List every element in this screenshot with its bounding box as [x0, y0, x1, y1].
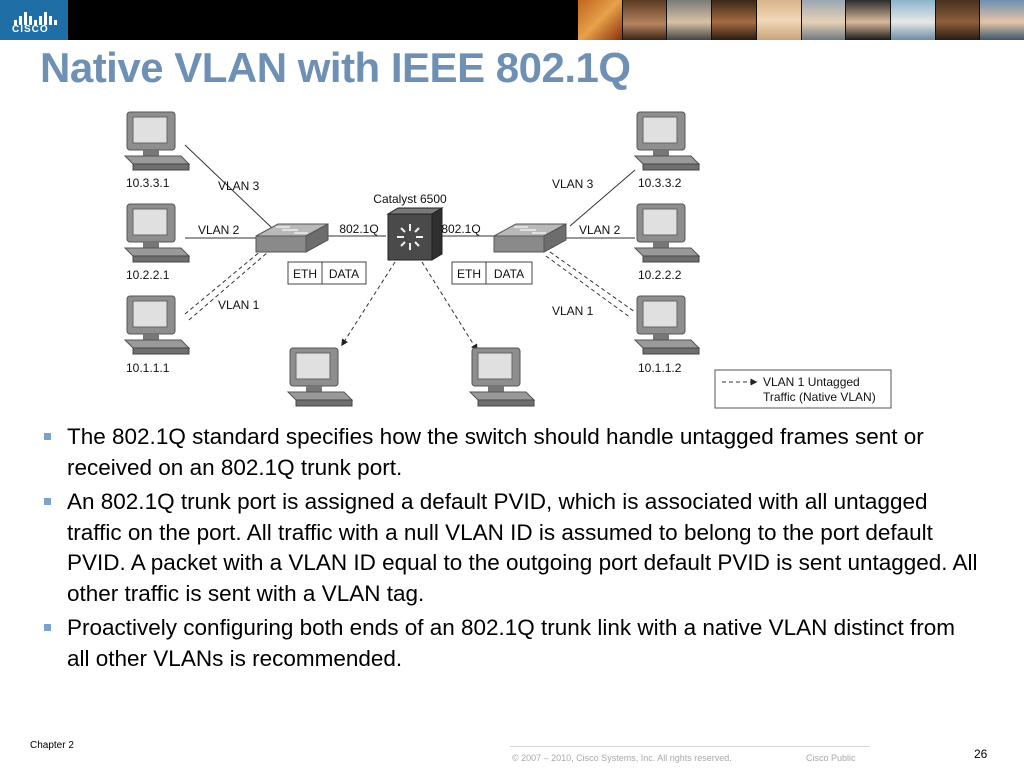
cisco-logo-bars-icon [14, 7, 59, 25]
photo-2 [622, 0, 668, 40]
photo-6 [801, 0, 847, 40]
left-vlan-label-1: VLAN 3 [218, 179, 260, 193]
bullet-text: The 802.1Q standard specifies how the sw… [67, 424, 924, 480]
native-vlan-links [184, 249, 636, 352]
frame-left-eth-label: ETH [293, 267, 317, 281]
host-bottom-left-icon [287, 347, 353, 407]
left-vlan-label-2: VLAN 2 [198, 223, 240, 237]
switch-left-icon [255, 223, 329, 253]
frame-right-data-label: DATA [494, 267, 524, 281]
people-photo-strip [578, 0, 1024, 40]
bullet-text: Proactively configuring both ends of an … [67, 615, 955, 671]
frame-right-eth-label: ETH [457, 267, 481, 281]
left-vlan-label-3: VLAN 1 [218, 298, 260, 312]
trunk-right-label: 802.1Q [441, 222, 480, 236]
bullet-square-icon [44, 498, 51, 505]
right-vlan-label-2: VLAN 2 [579, 223, 621, 237]
switch-right-icon [493, 223, 567, 253]
native-vlan-diagram: ETH DATA ETH DATA Catalyst 6500 802.1Q 8… [124, 111, 892, 409]
link-left-vlan3 [184, 144, 273, 229]
legend-line-2: Traffic (Native VLAN) [763, 390, 876, 404]
photo-3 [667, 0, 713, 40]
footer-classification: Cisco Public [806, 753, 856, 763]
host-left-vlan1-icon [124, 295, 190, 355]
photo-5 [756, 0, 802, 40]
page-number: 26 [974, 747, 988, 761]
trunk-left-label: 802.1Q [339, 222, 378, 236]
catalyst-core-switch-icon [386, 207, 444, 261]
bullet-item: The 802.1Q standard specifies how the sw… [42, 422, 982, 483]
cisco-logo: CISCO [0, 0, 68, 40]
frame-left: ETH DATA [287, 261, 367, 285]
photo-9 [935, 0, 981, 40]
right-vlan-label-1: VLAN 3 [552, 177, 594, 191]
right-host-ip-1: 10.3.3.2 [638, 176, 682, 190]
host-left-vlan3-icon [124, 111, 190, 171]
left-host-ip-3: 10.1.1.1 [126, 361, 170, 375]
frame-left-data-label: DATA [329, 267, 359, 281]
left-host-ip-2: 10.2.2.1 [126, 268, 170, 282]
bullet-item: Proactively configuring both ends of an … [42, 613, 982, 674]
native-core-right [421, 261, 478, 352]
core-switch-label: Catalyst 6500 [373, 192, 447, 206]
photo-1 [578, 0, 623, 40]
legend-line-1: VLAN 1 Untagged [763, 375, 860, 389]
cisco-logo-text: CISCO [12, 24, 49, 35]
legend: VLAN 1 Untagged Traffic (Native VLAN) [714, 369, 892, 409]
host-right-vlan3-icon [634, 111, 700, 171]
native-left-a [184, 249, 263, 315]
photo-7 [846, 0, 891, 40]
host-bottom-right-icon [469, 347, 535, 407]
footer-chapter: Chapter 2 [30, 740, 74, 751]
host-right-vlan2-icon [634, 203, 700, 263]
right-host-ip-3: 10.1.1.2 [638, 361, 682, 375]
right-vlan-label-3: VLAN 1 [552, 304, 594, 318]
bullet-square-icon [44, 624, 51, 631]
native-right-a [549, 251, 636, 313]
footer-divider [510, 746, 870, 747]
host-left-vlan2-icon [124, 203, 190, 263]
native-left-b [188, 251, 269, 321]
bullet-list: The 802.1Q standard specifies how the sw… [42, 422, 982, 678]
right-host-ip-2: 10.2.2.2 [638, 268, 682, 282]
link-right-vlan3 [569, 169, 636, 227]
slide-title: Native VLAN with IEEE 802.1Q [40, 44, 631, 91]
bullet-square-icon [44, 433, 51, 440]
native-right-b [545, 255, 632, 319]
bullet-item: An 802.1Q trunk port is assigned a defau… [42, 487, 982, 609]
native-core-left [341, 261, 396, 347]
bullet-text: An 802.1Q trunk port is assigned a defau… [67, 489, 978, 606]
footer-copyright: © 2007 – 2010, Cisco Systems, Inc. All r… [512, 753, 732, 763]
photo-10 [980, 0, 1024, 40]
photo-4 [712, 0, 757, 40]
host-right-vlan1-icon [634, 295, 700, 355]
frame-right: ETH DATA [451, 261, 533, 285]
left-host-ip-1: 10.3.3.1 [126, 176, 170, 190]
header-band: CISCO [0, 0, 1024, 40]
photo-8 [890, 0, 936, 40]
